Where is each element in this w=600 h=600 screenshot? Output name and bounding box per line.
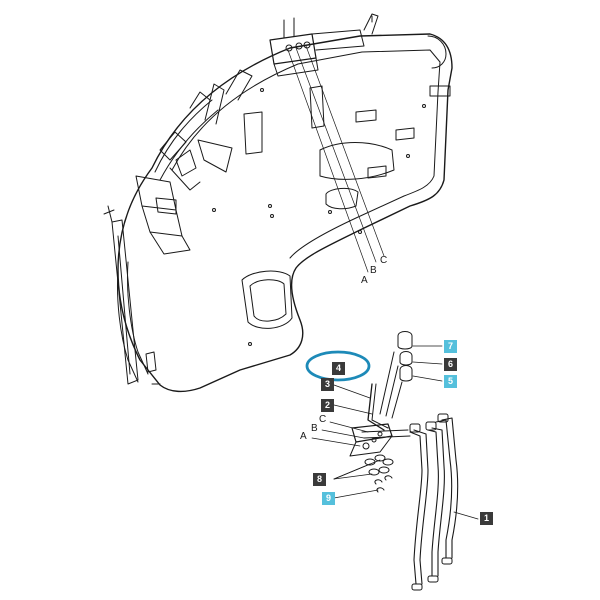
cables [409, 413, 459, 591]
leader-lines [333, 345, 479, 520]
label-upper-c: C [380, 255, 388, 266]
callout-8: 8 [313, 473, 326, 486]
highlight-ring [305, 350, 371, 382]
knob-7 [397, 331, 413, 350]
lower-guide-lines [311, 421, 369, 447]
callout-2: 2 [321, 399, 334, 412]
callout-7: 7 [444, 340, 457, 353]
label-upper-a: A [361, 275, 368, 286]
callout-3: 3 [321, 378, 334, 391]
label-lower-c: C [319, 414, 327, 425]
callout-5: 5 [444, 375, 457, 388]
label-lower-a: A [300, 431, 307, 442]
callout-4: 4 [332, 362, 345, 375]
callout-9: 9 [322, 492, 335, 505]
label-upper-b: B [370, 265, 377, 276]
lever-assembly [349, 331, 413, 457]
knob-6 [399, 351, 413, 366]
fender-panel [103, 13, 453, 393]
callout-1: 1 [480, 512, 493, 525]
knob-5 [399, 365, 413, 382]
label-lower-b: B [311, 423, 318, 434]
upper-guide-lines [287, 45, 385, 273]
callout-6: 6 [444, 358, 457, 371]
washers-and-clips [364, 454, 394, 493]
